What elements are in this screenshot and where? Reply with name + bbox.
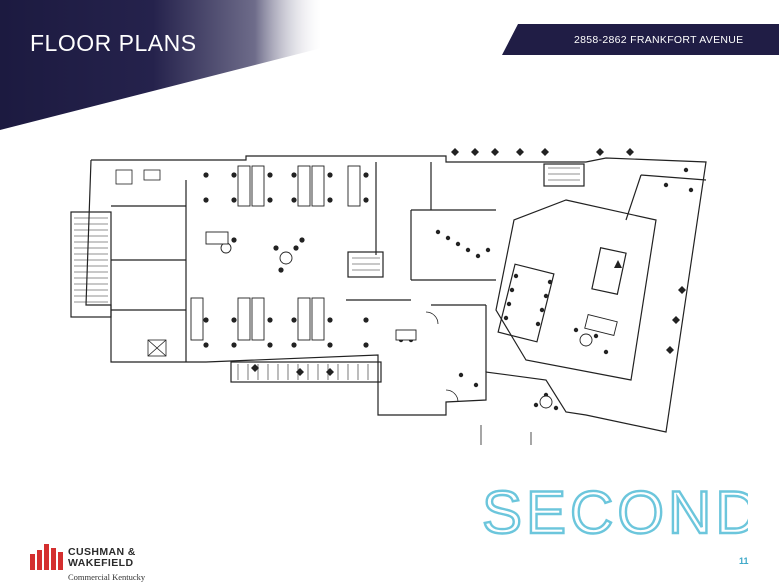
page-number: 11	[739, 556, 749, 566]
floor-label-graphic: SECOND	[481, 478, 748, 544]
floor-plan-drawing	[70, 148, 707, 445]
floor-label: SECOND	[482, 479, 748, 544]
property-address: 2858-2862 FRANKFORT AVENUE	[574, 34, 744, 46]
cushman-wakefield-logo	[30, 544, 63, 570]
header-banner	[0, 0, 510, 130]
logo-subtitle: Commercial Kentucky	[68, 572, 146, 582]
page-title: FLOOR PLANS	[30, 30, 197, 56]
logo-line-2: WAKEFIELD	[68, 557, 134, 569]
address-bar	[502, 24, 779, 55]
logo-wordmark: CUSHMAN & WAKEFIELD	[68, 547, 136, 569]
logo-line-1: CUSHMAN &	[68, 546, 136, 558]
